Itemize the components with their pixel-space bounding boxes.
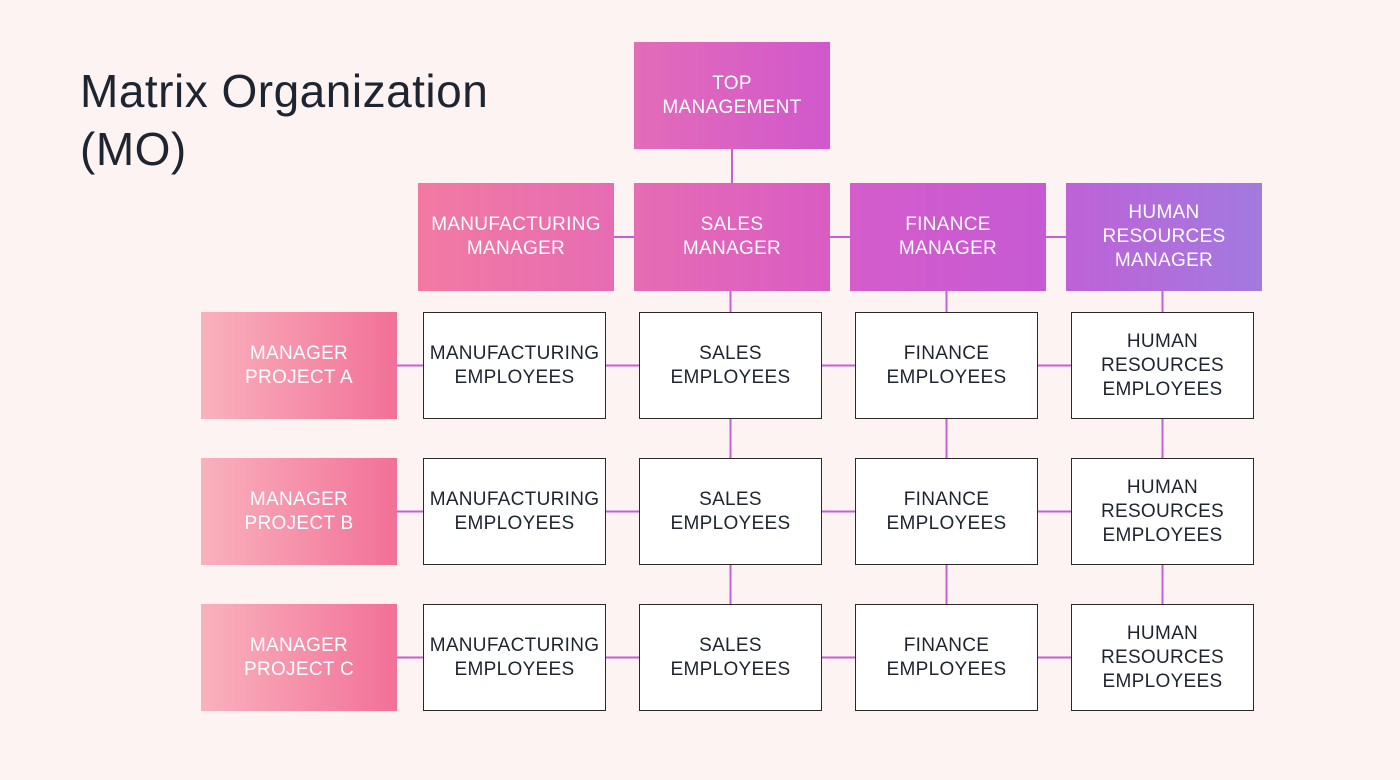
human-resources-employees-row-1-box: HUMAN RESOURCES EMPLOYEES: [1071, 312, 1254, 419]
diagram-title: Matrix Organization (MO): [80, 62, 488, 178]
finance-employees-row-2-box-label: FINANCE EMPLOYEES: [886, 488, 1007, 534]
sales-manager-box: SALES MANAGER: [634, 183, 830, 291]
manufacturing-manager-box-label: MANUFACTURING MANAGER: [431, 214, 601, 259]
human-resources-employees-row-2-box: HUMAN RESOURCES EMPLOYEES: [1071, 458, 1254, 565]
manufacturing-manager-box: MANUFACTURING MANAGER: [418, 183, 614, 291]
finance-employees-row-2-box: FINANCE EMPLOYEES: [855, 458, 1038, 565]
manager-project-a-box: MANAGER PROJECT A: [201, 312, 397, 419]
manager-project-c-box-label: MANAGER PROJECT C: [243, 634, 355, 680]
human-resources-employees-row-1-box-label: HUMAN RESOURCES EMPLOYEES: [1100, 330, 1225, 400]
manager-project-c-box: MANAGER PROJECT C: [201, 604, 397, 711]
title-line-1: Matrix Organization: [80, 65, 489, 117]
finance-employees-row-1-box-label: FINANCE EMPLOYEES: [886, 342, 1007, 388]
sales-employees-row-2-box-label: SALES EMPLOYEES: [670, 488, 791, 534]
manufacturing-employees-row-2-box: MANUFACTURING EMPLOYEES: [423, 458, 606, 565]
manufacturing-employees-row-1-box: MANUFACTURING EMPLOYEES: [423, 312, 606, 419]
sales-employees-row-2-box: SALES EMPLOYEES: [639, 458, 822, 565]
top-management-box-label: TOP MANAGEMENT: [662, 72, 802, 118]
finance-employees-row-3-box-label: FINANCE EMPLOYEES: [886, 634, 1007, 680]
manufacturing-employees-row-3-box: MANUFACTURING EMPLOYEES: [423, 604, 606, 711]
manufacturing-employees-row-2-box-label: MANUFACTURING EMPLOYEES: [429, 488, 600, 534]
manager-project-a-box-label: MANAGER PROJECT A: [245, 342, 353, 388]
sales-manager-box-label: SALES MANAGER: [682, 214, 782, 259]
manufacturing-employees-row-1-box-label: MANUFACTURING EMPLOYEES: [429, 342, 600, 388]
manager-project-b-box: MANAGER PROJECT B: [201, 458, 397, 565]
sales-employees-row-3-box-label: SALES EMPLOYEES: [670, 634, 791, 680]
sales-employees-row-1-box-label: SALES EMPLOYEES: [670, 342, 791, 388]
finance-employees-row-1-box: FINANCE EMPLOYEES: [855, 312, 1038, 419]
human-resources-employees-row-2-box-label: HUMAN RESOURCES EMPLOYEES: [1100, 476, 1225, 546]
top-management-box: TOP MANAGEMENT: [634, 42, 830, 149]
sales-employees-row-1-box: SALES EMPLOYEES: [639, 312, 822, 419]
human-resources-employees-row-3-box: HUMAN RESOURCES EMPLOYEES: [1071, 604, 1254, 711]
manager-project-b-box-label: MANAGER PROJECT B: [244, 488, 354, 534]
finance-employees-row-3-box: FINANCE EMPLOYEES: [855, 604, 1038, 711]
finance-manager-box: FINANCE MANAGER: [850, 183, 1046, 291]
manufacturing-employees-row-3-box-label: MANUFACTURING EMPLOYEES: [429, 634, 600, 680]
sales-employees-row-3-box: SALES EMPLOYEES: [639, 604, 822, 711]
human-resources-manager-box: HUMAN RESOURCES MANAGER: [1066, 183, 1262, 291]
human-resources-employees-row-3-box-label: HUMAN RESOURCES EMPLOYEES: [1100, 622, 1225, 692]
finance-manager-box-label: FINANCE MANAGER: [898, 214, 998, 259]
human-resources-manager-box-label: HUMAN RESOURCES MANAGER: [1102, 202, 1226, 271]
title-line-2: (MO): [80, 123, 187, 175]
